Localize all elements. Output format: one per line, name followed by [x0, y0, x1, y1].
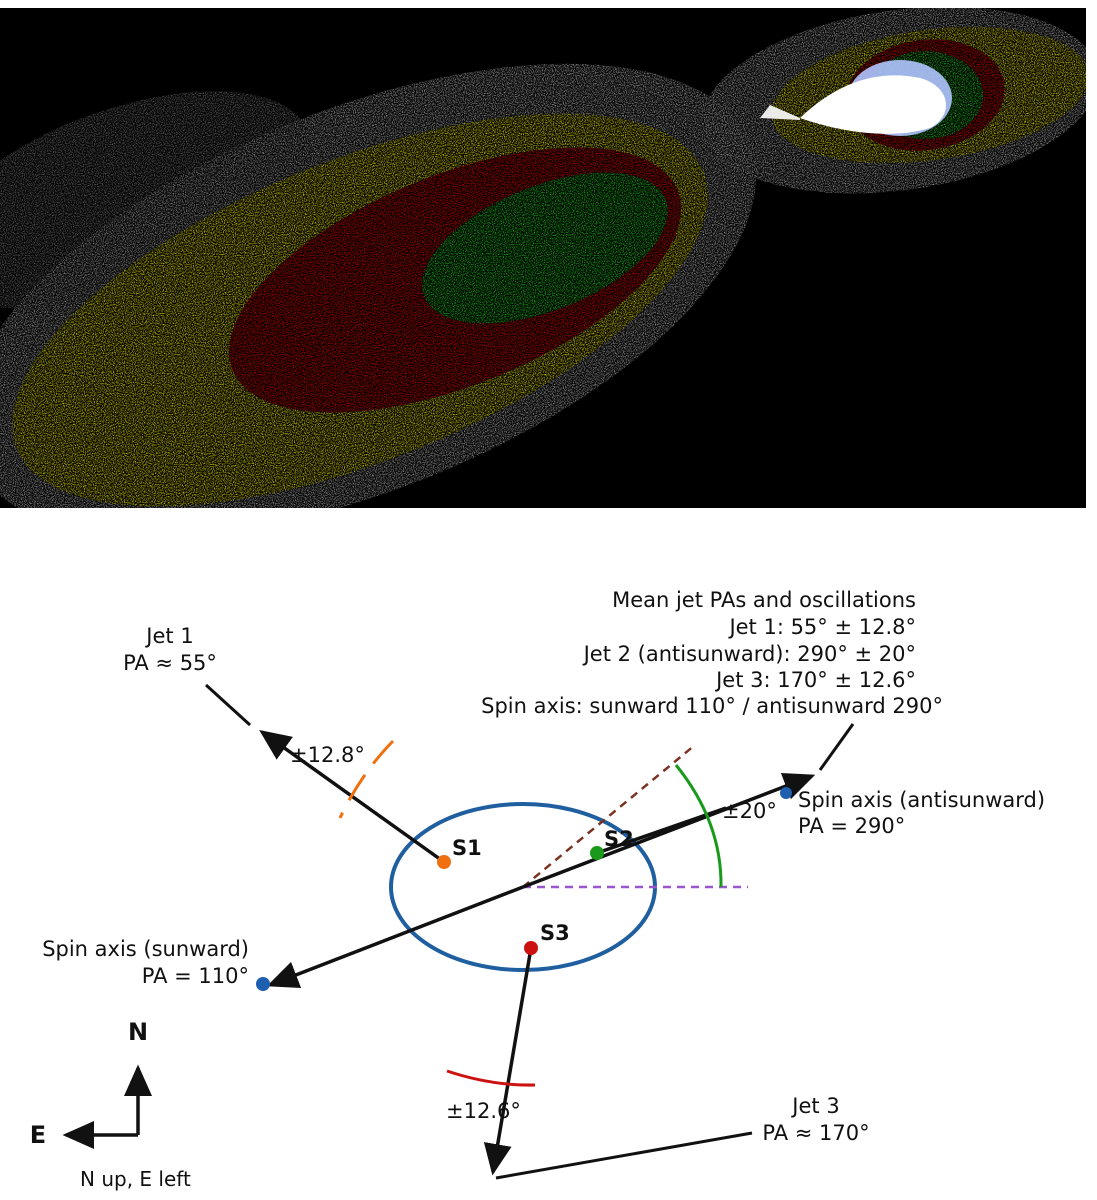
- source-s2-label: S2: [604, 827, 634, 851]
- jet1-name-label: Jet 1: [144, 624, 193, 648]
- antisunward-leader-line: [818, 723, 855, 771]
- jet2-oscillation-arc: [674, 764, 723, 888]
- glow-green-main: [422, 172, 668, 324]
- jet3-leader-line: [495, 1131, 753, 1180]
- jet3-line: [483, 947, 533, 1176]
- spin-axis-antisunward-dot: [780, 787, 792, 799]
- jet3-oscillation-label: ±12.6°: [446, 1099, 521, 1123]
- spin-axis-antisunward-line: [522, 772, 816, 889]
- jet3-oscillation-arc: [446, 1069, 536, 1087]
- compass-east-label: E: [30, 1121, 46, 1149]
- jet1-oscillation-arc: [338, 739, 395, 819]
- source-s3-dot: [524, 941, 538, 955]
- legend-line-jet2: Jet 2 (antisunward): 290° ± 20°: [582, 642, 916, 666]
- source-s2-dot: [590, 846, 604, 860]
- spin-axis-sunward-dot: [256, 977, 270, 991]
- jet-geometry-diagram: Mean jet PAs and oscillations Jet 1: 55°…: [30, 588, 1045, 1191]
- jet1-oscillation-label: ±12.8°: [290, 743, 365, 767]
- comet-image: [0, 8, 1086, 508]
- spin-axis-sunward-pa: PA = 110°: [142, 964, 249, 988]
- source-s3-label: S3: [540, 921, 570, 945]
- legend-line-spin: Spin axis: sunward 110° / antisunward 29…: [481, 694, 943, 718]
- spin-axis-antisunward-pa: PA = 290°: [798, 814, 905, 838]
- spin-axis-antisunward-label: Spin axis (antisunward): [798, 788, 1045, 812]
- jet1-line: [259, 729, 446, 864]
- source-s1-label: S1: [452, 836, 482, 860]
- jet2-oscillation-label: ±20°: [722, 799, 777, 823]
- compass-caption: N up, E left: [80, 1167, 191, 1191]
- source-s1-dot: [437, 855, 451, 869]
- legend-line-jet3: Jet 3: 170° ± 12.6°: [714, 668, 916, 692]
- jet3-pa-label: PA ≈ 170°: [762, 1121, 869, 1145]
- jet1-leader-line: [204, 683, 252, 727]
- jet1-pa-label: PA ≈ 55°: [123, 651, 217, 675]
- reference-line-jet2-dashed: [522, 744, 696, 888]
- legend-title: Mean jet PAs and oscillations: [612, 588, 916, 612]
- spin-axis-sunward-line: [266, 885, 524, 988]
- jet2-line: [596, 806, 727, 855]
- legend-line-jet1: Jet 1: 55° ± 12.8°: [727, 615, 916, 639]
- jet3-name-label: Jet 3: [790, 1094, 839, 1118]
- compass-north-label: N: [128, 1018, 148, 1046]
- core-bright: [800, 75, 947, 134]
- core-wedge: [760, 105, 800, 120]
- spin-axis-sunward-label: Spin axis (sunward): [42, 937, 249, 961]
